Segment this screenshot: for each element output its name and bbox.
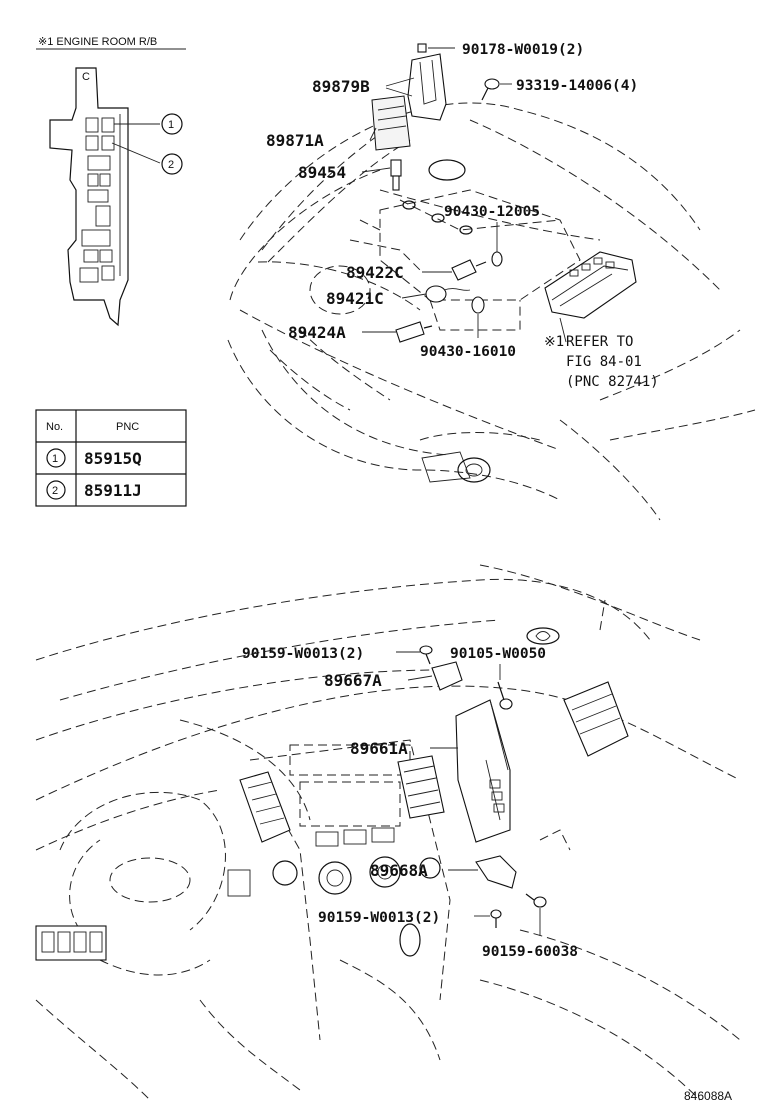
part-89454-sensor [390,159,402,191]
label-89661A: 89661A [350,739,408,758]
label-89879B: 89879B [312,77,370,96]
label-90159-W0013-lower: 90159-W0013(2) [318,910,440,926]
label-89424A: 89424A [288,323,346,342]
part-90105-bolt [497,681,513,710]
ref-line-3: (PNC 82741) [566,374,659,390]
ref-mark: ※1 [544,334,564,350]
callout-1: 1 [168,119,174,131]
label-89667A: 89667A [324,671,382,690]
table-row-1-no: 1 [52,453,58,465]
table-header-pnc: PNC [116,421,139,433]
part-89667A-bracket [419,645,463,691]
part-93319-bolt [481,78,500,101]
engine-room-relay-box: ※1 ENGINE ROOM R/B C 1 2 [36,36,186,327]
engine-room-illustration [227,102,756,521]
label-90430-16010: 90430-16010 [420,344,516,360]
label-90178-W0019: 90178-W0019(2) [462,42,584,58]
part-90159-lower-bolts [490,893,547,928]
table-header-no: No. [46,421,63,433]
ref-line-2: FIG 84-01 [566,354,642,370]
label-90105-W0050: 90105-W0050 [450,646,546,662]
table-row-2-pnc: 85911J [84,481,142,500]
label-93319-14006: 93319-14006(4) [516,78,638,94]
part-89422C-sensor [451,259,487,281]
part-89879B-bracket [407,43,455,121]
table-row-1-pnc: 85915Q [84,449,142,468]
pnc-table: No. PNC 1 85915Q 2 85911J [35,409,187,507]
dash-leaders [396,651,541,936]
part-89421C-sensor [425,285,471,303]
engine-leaders [361,77,567,343]
label-89668A: 89668A [370,861,428,880]
part-90430-washers [471,251,503,314]
relay-box-title: ※1 ENGINE ROOM R/B [38,36,157,48]
part-89871A-module [371,95,411,151]
part-89661A-ecu [455,699,511,843]
label-89454: 89454 [298,163,346,182]
label-89871A: 89871A [266,131,324,150]
fuse-letter: C [82,71,90,83]
figure-id: 846088A [684,1089,732,1103]
label-90430-12005: 90430-12005 [444,204,540,220]
part-89668A-bracket [475,855,517,889]
label-89421C: 89421C [326,289,384,308]
ref-line-1: REFER TO [566,334,633,350]
dashboard-illustration [35,564,741,1101]
part-89424A-sensor [395,321,433,343]
table-row-2-no: 2 [52,485,58,497]
label-90159-60038: 90159-60038 [482,944,578,960]
callout-2: 2 [168,159,174,171]
label-90159-W0013-upper: 90159-W0013(2) [242,646,364,662]
label-89422C: 89422C [346,263,404,282]
